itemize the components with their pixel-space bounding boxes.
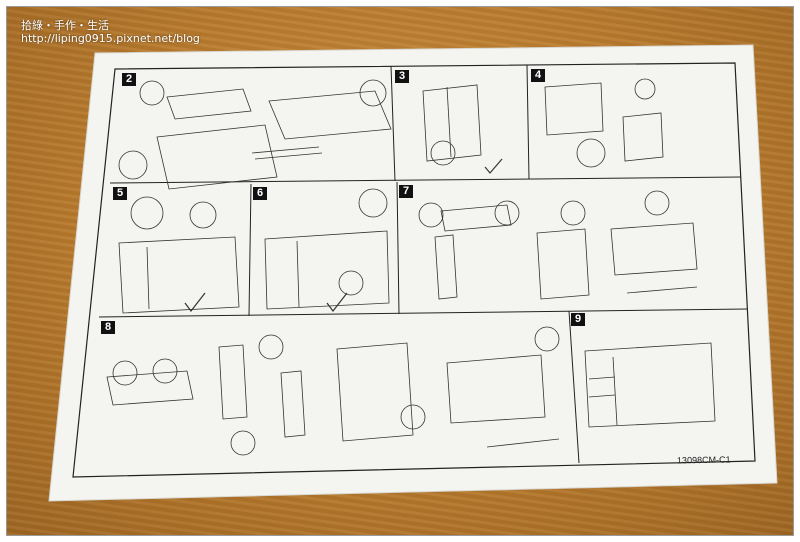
watermark-url: http://liping0915.pixnet.net/blog [21, 32, 200, 45]
step-number: 7 [399, 185, 413, 198]
sheet-border [72, 62, 756, 478]
watermark: 拾綠・手作・生活 http://liping0915.pixnet.net/bl… [21, 19, 200, 45]
photo: 2 3 4 5 6 7 8 9 13098CM-C1 拾綠・手作・生活 http… [6, 6, 794, 536]
step-number: 6 [253, 187, 267, 200]
step-number: 5 [113, 187, 127, 200]
paper-sheet [48, 44, 778, 502]
watermark-title: 拾綠・手作・生活 [21, 19, 109, 32]
instruction-sheet [48, 44, 778, 502]
sheet-code: 13098CM-C1 [676, 454, 731, 466]
step-number: 2 [122, 73, 136, 86]
step-number: 8 [101, 321, 115, 334]
step-number: 9 [571, 313, 585, 326]
step-number: 3 [395, 70, 409, 83]
step-number: 4 [531, 69, 545, 82]
